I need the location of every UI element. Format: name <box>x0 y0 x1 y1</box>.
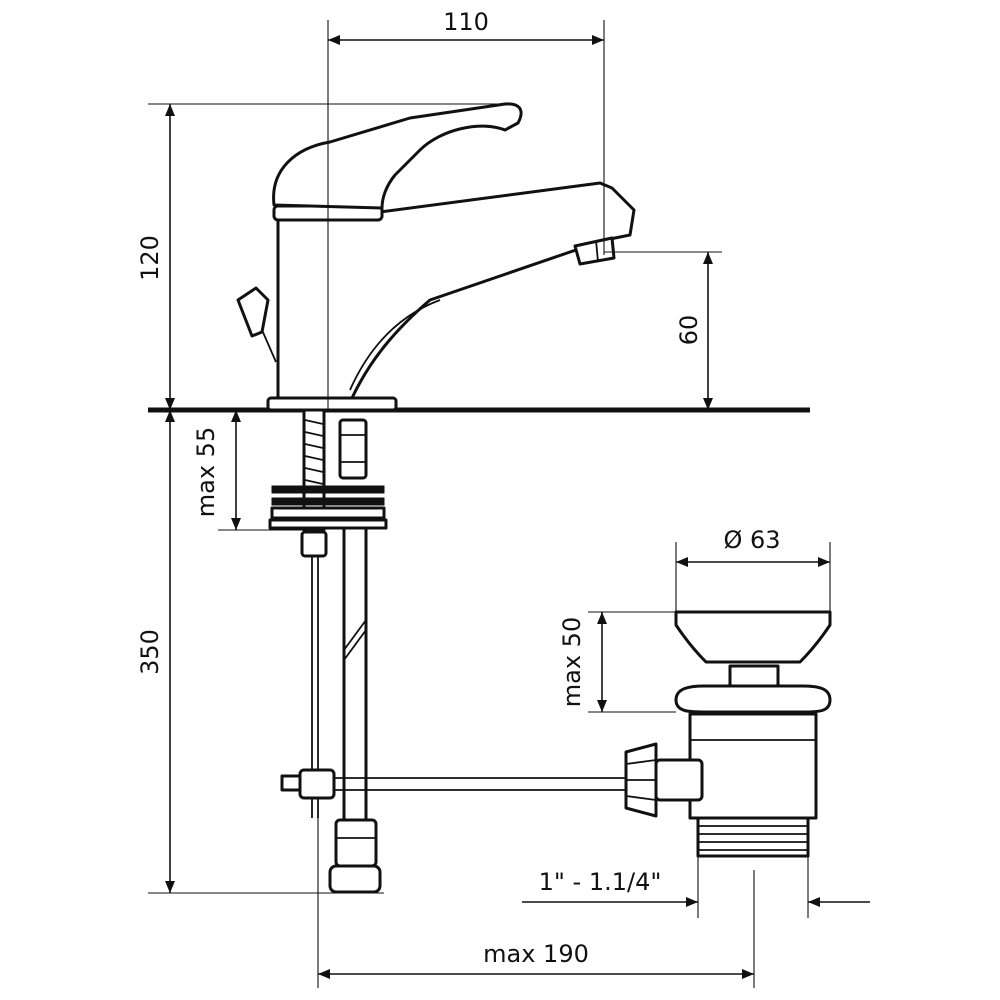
mounting-washers <box>268 485 388 530</box>
dimension-label-120: 120 <box>136 235 164 281</box>
dimension-label-thread: 1" - 1.1/4" <box>539 868 662 896</box>
dimension-label-diameter-63: Ø 63 <box>723 526 780 554</box>
pop-up-rod <box>280 530 626 818</box>
dimension-label-110: 110 <box>443 8 489 36</box>
drain-waste <box>624 610 832 858</box>
dimension-label-60: 60 <box>675 315 703 346</box>
dimension-label-max-190: max 190 <box>483 940 589 968</box>
faucet-body <box>266 181 636 412</box>
lever-handle <box>272 102 523 210</box>
dimension-label-350: 350 <box>136 629 164 675</box>
extension-lines <box>148 20 831 988</box>
supply-pipe <box>328 418 382 894</box>
dimension-label-max-55: max 55 <box>192 427 220 517</box>
pop-up-knob <box>236 286 277 363</box>
dimension-label-max-50: max 50 <box>558 617 586 707</box>
